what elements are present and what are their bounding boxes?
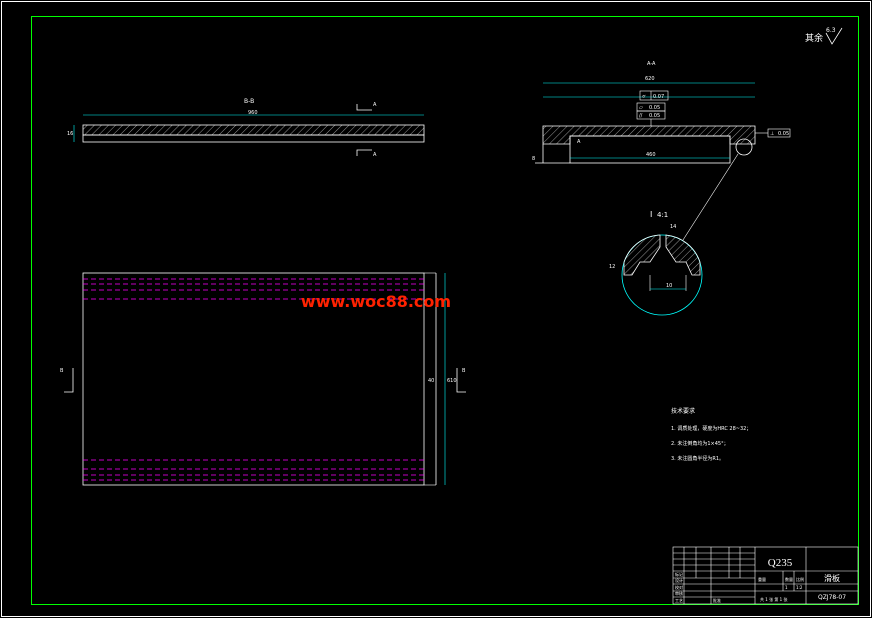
title-row-label: 审核 [675,590,683,596]
plan-cut-mark-right [456,368,466,393]
tech-notes: 技术要求 1. 调质处理，硬度为HRC 28~32； 2. 未注倒角均为1×45… [671,407,751,462]
hidden-lines [83,278,424,481]
roughness-icon [825,27,843,45]
title-block [672,546,859,605]
section-left-dim: 8 [532,156,535,162]
tolerance-frame-2a-value: 0.05 [649,105,660,111]
title-qty-value: 1 [785,585,788,590]
section-hatched-body [542,125,756,145]
title-sheet-text: 共 1 张 第 1 张 [760,596,787,602]
tolerance-frame-2a-symbol: ⏥ [639,105,643,111]
plan-section-mark-right: B [462,368,466,374]
top-view-lower-plate [82,134,425,143]
plan-section-mark-left: B [60,368,64,374]
title-weight-label: 重量 [758,576,766,582]
datum-frame [767,128,791,138]
detail-view: Ⅰ 4:1 10 14 12 [609,210,703,316]
title-drawing-no: QZJ78-07 [818,594,846,601]
inner-frame [31,16,859,605]
title-row-label: 设计 [675,577,683,583]
corner-roughness-note: 其余 6.3 [805,27,843,45]
detail-view-label: Ⅰ [650,210,652,219]
cut-line-arrow-bottom [356,149,372,156]
title-row-label: 标记 [675,571,683,577]
detail-top-dim: 14 [670,224,676,230]
corner-note-text: 其余 [805,32,823,44]
tolerance-frame-2b-symbol: // [639,113,643,119]
datum-frame-value: 0.05 [778,131,789,137]
plan-height-dim: 610 [447,378,457,384]
section-datum-label: A [577,139,581,145]
detail-hatch-right [665,234,701,276]
top-view-hatched-section [82,124,425,136]
section-view: A-A 620 ⌭ 0.07 ⏥ 0.05 // 0.05 460 8 A ⊥ … [532,61,791,241]
detail-side-dim: 12 [609,264,615,270]
tech-note-1: 1. 调质处理，硬度为HRC 28~32； [671,425,751,432]
plan-side-dim: 40 [428,378,434,384]
title-row-labels: 标记 设计 校对 审核 工艺 批准 [675,571,721,603]
detail-hatch-left [623,234,661,276]
title-material: Q235 [768,557,793,569]
section-inner-dim: 460 [646,152,656,158]
top-view: B-B 960 16 A A [67,98,425,158]
tolerance-frame-1 [639,90,669,101]
detail-bottom-dim: 10 [666,283,672,289]
detail-boundary-circle [621,234,703,316]
title-scale-value: 1:2 [796,585,803,590]
cut-arrow-label-bottom: A [373,152,377,158]
tolerance-frame-1-value: 0.07 [653,94,664,100]
title-row-label: 校对 [675,584,683,590]
corner-roughness-value: 6.3 [826,27,836,34]
title-row-label: 批准 [713,597,721,603]
top-view-length-dim: 960 [248,110,258,116]
plan-view: 40 610 B B [60,272,466,486]
title-scale-label: 比例 [796,576,804,582]
section-overall-dim: 620 [645,76,655,82]
detail-leader-line [682,153,739,241]
plan-cut-mark-left [64,368,74,393]
title-row-label: 工艺 [675,598,683,603]
datum-frame-symbol: ⊥ [770,131,774,137]
tech-notes-heading: 技术要求 [671,407,695,415]
top-view-thickness-dim: 16 [67,131,73,137]
top-view-section-mark: B-B [244,98,254,105]
tech-note-2: 2. 未注倒角均为1×45°； [671,440,729,447]
tolerance-frame-2b-value: 0.05 [649,113,660,119]
tolerance-frame-1-symbol: ⌭ [642,94,646,100]
tech-note-3: 3. 未注圆角半径为R1。 [671,455,724,462]
watermark-text: www.woc88.com [301,292,451,311]
detail-view-scale: 4:1 [657,211,668,219]
section-inner-rail [569,135,731,164]
title-part-name: 滑板 [824,573,840,583]
plan-outline [82,272,425,486]
title-qty-label: 数量 [785,576,793,582]
detail-callout-circle [735,138,753,156]
cut-arrow-label-top: A [373,102,377,108]
section-view-mark: A-A [647,61,656,67]
cut-line-arrow-top [356,104,372,111]
